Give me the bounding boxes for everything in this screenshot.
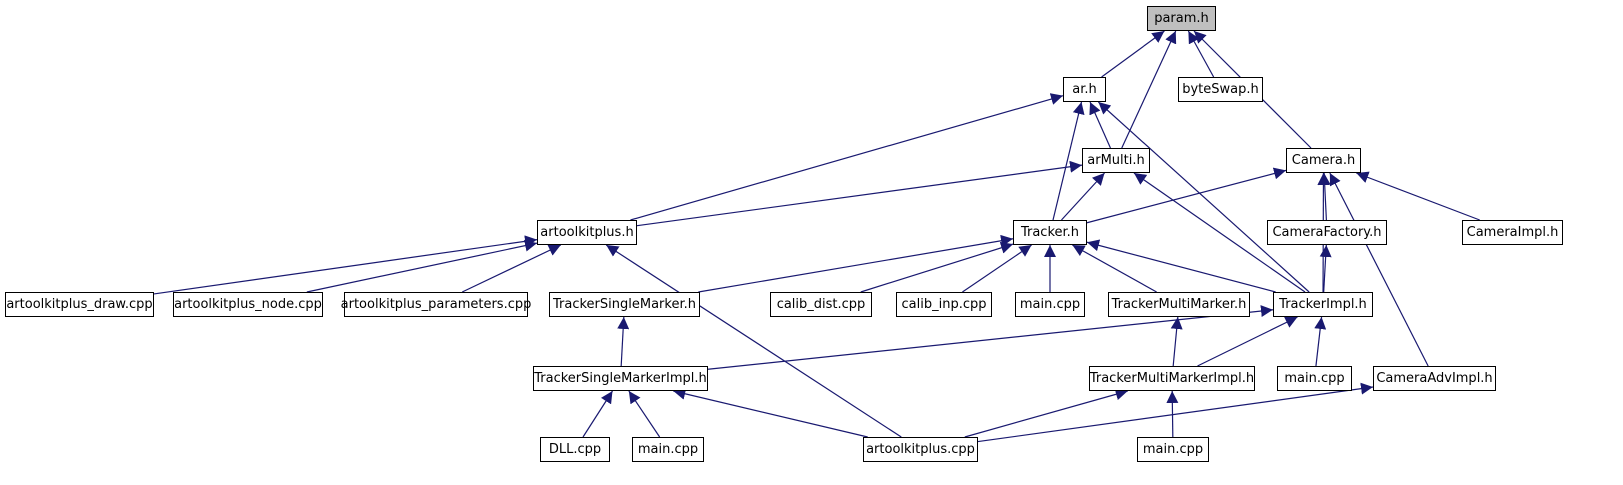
edge-trackermultimarker_h-to-tracker_h (1072, 244, 1157, 293)
edge-trackermultimarkerimpl_h-to-trackermultimarker_h (1170, 316, 1183, 367)
node-camerafactory-h[interactable]: CameraFactory.h (1267, 220, 1387, 245)
node-ar-h[interactable]: ar.h (1063, 77, 1106, 102)
node-main-cpp[interactable]: main.cpp (1015, 292, 1085, 317)
edge-artoolkitplus_node_cpp-to-artoolkitplus_h (306, 239, 538, 293)
edge-byteswap_h-to-param_h (1187, 30, 1215, 78)
edge-trackersinglemarkerimpl_h-to-trackersinglemarker_h (617, 316, 630, 367)
edge-armulti_h-to-param_h (1121, 30, 1177, 149)
node-artoolkitplus-cpp[interactable]: artoolkitplus.cpp (863, 437, 978, 462)
edge-ar_h-to-param_h (1101, 30, 1165, 78)
node-byteswap-h[interactable]: byteSwap.h (1178, 77, 1263, 102)
node-camera-h[interactable]: Camera.h (1286, 148, 1361, 173)
node-trackersinglemarker-h[interactable]: TrackerSingleMarker.h (549, 292, 700, 317)
edge-artoolkitplus_parameters_cpp-to-artoolkitplus_h (461, 244, 562, 293)
edge-tracker_h-to-camera_h (1086, 167, 1287, 224)
node-tracker-h[interactable]: Tracker.h (1013, 220, 1087, 245)
edge-trackerimpl_h-to-ar_h (1097, 101, 1310, 293)
edge-trackerimpl_h-to-tracker_h (1086, 239, 1276, 293)
edge-main_cpp_b-to-trackerimpl_h (1314, 316, 1327, 367)
edge-calib_inp_cpp-to-tracker_h (962, 244, 1032, 293)
edge-artoolkitplus_h-to-armulti_h (636, 160, 1083, 227)
edge-trackersinglemarker_h-to-tracker_h (698, 234, 1014, 293)
node-artoolkitplus-draw-cpp[interactable]: artoolkitplus_draw.cpp (5, 292, 154, 317)
edge-artoolkitplus_cpp-to-trackermultimarkerimpl_h (964, 388, 1128, 438)
node-dll-cpp[interactable]: DLL.cpp (540, 437, 610, 462)
node-trackersinglemarkerimpl-h[interactable]: TrackerSingleMarkerImpl.h (533, 366, 708, 391)
edge-dll_cpp-to-trackersinglemarkerimpl_h (582, 390, 613, 438)
edge-camerafactory_h-to-camera_h (1318, 172, 1331, 221)
edge-trackermultimarkerimpl_h-to-trackerimpl_h (1197, 316, 1298, 367)
node-main-cpp[interactable]: main.cpp (1277, 366, 1352, 391)
edge-trackerimpl_h-to-camerafactory_h (1319, 244, 1332, 293)
edge-trackerimpl_h-to-armulti_h (1133, 172, 1306, 293)
edge-main_cpp_d-to-trackermultimarkerimpl_h (1166, 390, 1179, 438)
node-artoolkitplus-node-cpp[interactable]: artoolkitplus_node.cpp (173, 292, 323, 317)
node-trackerimpl-h[interactable]: TrackerImpl.h (1273, 292, 1373, 317)
edge-tracker_h-to-armulti_h (1061, 172, 1105, 221)
edge-armulti_h-to-ar_h (1089, 101, 1112, 149)
edge-artoolkitplus_draw_cpp-to-artoolkitplus_h (153, 235, 538, 295)
node-main-cpp[interactable]: main.cpp (632, 437, 704, 462)
edge-cameraadvimpl_h-to-camera_h (1329, 172, 1429, 367)
node-cameraadvimpl-h[interactable]: CameraAdvImpl.h (1373, 366, 1496, 391)
node-cameraimpl-h[interactable]: CameraImpl.h (1462, 220, 1563, 245)
node-artoolkitplus-parameters-cpp[interactable]: artoolkitplus_parameters.cpp (341, 292, 531, 317)
edge-calib_dist_cpp-to-tracker_h (860, 242, 1014, 293)
edge-artoolkitplus_cpp-to-artoolkitplus_h (605, 244, 902, 438)
node-param-h: param.h (1147, 6, 1216, 31)
node-trackermultimarkerimpl-h[interactable]: TrackerMultiMarkerImpl.h (1089, 366, 1255, 391)
edge-trackersinglemarkerimpl_h-to-trackerimpl_h (707, 305, 1274, 370)
node-trackermultimarker-h[interactable]: TrackerMultiMarker.h (1108, 292, 1250, 317)
node-main-cpp[interactable]: main.cpp (1137, 437, 1209, 462)
edge-artoolkitplus_cpp-to-cameraadvimpl_h (977, 382, 1374, 443)
edge-artoolkitplus_cpp-to-trackersinglemarkerimpl_h (673, 387, 868, 438)
edge-main_cpp_c-to-trackersinglemarkerimpl_h (628, 390, 661, 438)
edge-artoolkitplus_h-to-ar_h (630, 93, 1064, 221)
node-artoolkitplus-h[interactable]: artoolkitplus.h (537, 220, 637, 245)
node-calib-inp-cpp[interactable]: calib_inp.cpp (896, 292, 992, 317)
edge-tracker_h-to-ar_h (1052, 101, 1085, 221)
node-calib-dist-cpp[interactable]: calib_dist.cpp (770, 292, 872, 317)
node-armulti-h[interactable]: arMulti.h (1082, 148, 1150, 173)
edge-cameraimpl_h-to-camera_h (1356, 171, 1480, 221)
